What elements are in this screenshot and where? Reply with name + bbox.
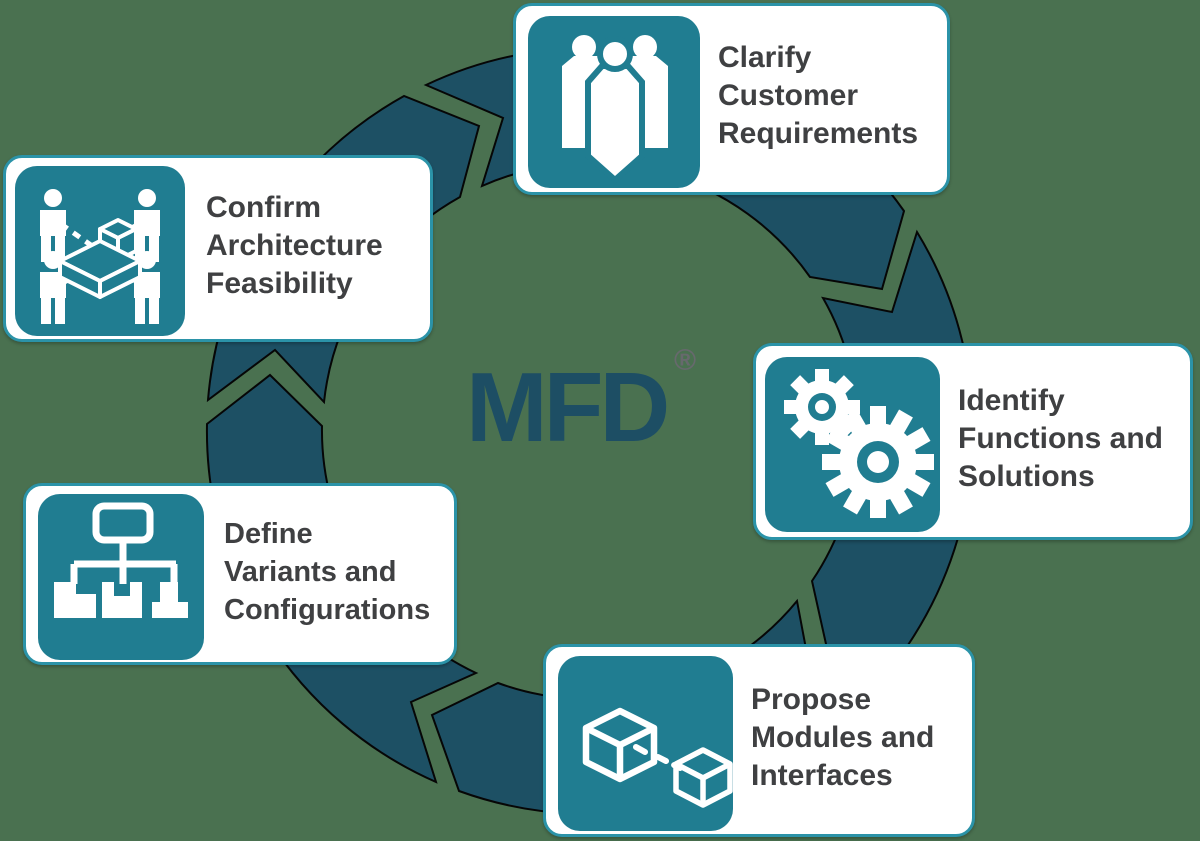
step-icon-box bbox=[528, 16, 700, 188]
step-label-line: Variants and bbox=[224, 556, 397, 588]
step-card-identify-functions-and-solutions: Identify Functions and Solutions bbox=[753, 343, 1193, 540]
step-icon-box bbox=[15, 166, 185, 336]
large-gear bbox=[822, 406, 934, 518]
step-label-line: Configurations bbox=[224, 594, 431, 626]
step-label-line: Clarify bbox=[718, 41, 812, 74]
step-label-line: Solutions bbox=[958, 460, 1095, 493]
step-label: Propose Modules and Interfaces bbox=[751, 681, 934, 795]
step-label-line: Modules and bbox=[751, 721, 935, 754]
variants-tree-icon bbox=[54, 502, 188, 618]
step-label-line: Identify bbox=[958, 384, 1065, 417]
modules-cubes-icon bbox=[582, 707, 733, 808]
architecture-network-icon bbox=[40, 189, 160, 324]
step-label-line: Customer bbox=[718, 79, 859, 112]
step-icon-box bbox=[38, 494, 204, 660]
step-card-confirm-architecture-feasibility: Confirm Architecture Feasibility bbox=[3, 155, 433, 342]
step-label: Clarify Customer Requirements bbox=[718, 39, 918, 153]
step-label-line: Functions and bbox=[958, 422, 1163, 455]
step-card-propose-modules-and-interfaces: Propose Modules and Interfaces bbox=[543, 644, 975, 837]
small-gear bbox=[784, 369, 860, 445]
step-label-line: Define bbox=[224, 518, 313, 550]
step-card-clarify-customer-requirements: Clarify Customer Requirements bbox=[513, 3, 950, 195]
step-label-line: Architecture bbox=[206, 229, 383, 262]
gears-icon bbox=[784, 369, 934, 518]
step-label: Identify Functions and Solutions bbox=[958, 382, 1163, 496]
step-label: Define Variants and Configurations bbox=[224, 515, 430, 629]
registered-trademark-symbol: ® bbox=[674, 344, 697, 377]
customers-icon bbox=[562, 35, 668, 185]
step-label-line: Propose bbox=[751, 683, 872, 716]
step-icon-box bbox=[558, 656, 733, 831]
step-label-line: Confirm bbox=[206, 191, 321, 224]
step-card-define-variants-and-configurations: Define Variants and Configurations bbox=[23, 483, 457, 665]
step-label-line: Requirements bbox=[718, 117, 919, 150]
center-brand-title: MFD bbox=[466, 352, 670, 462]
step-label-line: Feasibility bbox=[206, 267, 353, 300]
step-label-line: Interfaces bbox=[751, 759, 893, 792]
step-icon-box bbox=[765, 357, 940, 532]
step-label: Confirm Architecture Feasibility bbox=[206, 189, 383, 303]
